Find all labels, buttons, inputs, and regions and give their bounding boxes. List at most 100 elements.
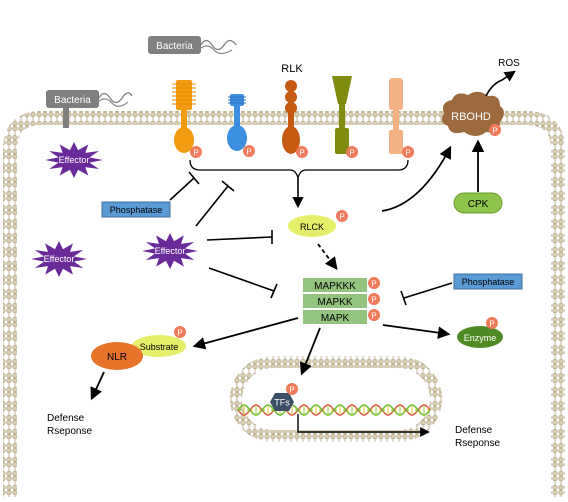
rbohd-body	[441, 91, 504, 136]
phospho-badge: P	[243, 145, 255, 157]
receptor-olive-kinase	[335, 128, 349, 154]
receptor-peach-kinase	[389, 130, 403, 154]
svg-text:P: P	[371, 296, 376, 305]
svg-text:P: P	[299, 149, 304, 158]
svg-text:P: P	[492, 127, 497, 136]
cpk-body	[453, 192, 503, 214]
tfs-body	[270, 393, 294, 411]
phospho-badge: P	[190, 146, 202, 158]
phosphatase-left: Phosphatase	[101, 201, 171, 218]
effector-left-top: Effector	[45, 142, 103, 178]
enzyme: Enzyme P	[457, 317, 503, 348]
bacteria-top-flagellum-2	[200, 45, 233, 55]
bacteria-left-body	[46, 90, 99, 108]
substrate: Substrate P	[132, 326, 186, 357]
phospho-badge: P	[402, 146, 414, 158]
rlck-body	[288, 215, 336, 237]
defense-right-line2: Rseponse	[455, 438, 500, 449]
receptor-phospho-badges: P P P P P	[190, 145, 414, 158]
rbohd-label: RBOHD	[451, 111, 491, 123]
effector-center-label: Effector	[155, 246, 186, 256]
receptor-peach	[389, 78, 403, 154]
nucleus	[230, 356, 442, 442]
svg-text:P: P	[349, 149, 354, 158]
rlck: RLCK P	[288, 210, 348, 237]
effector-center: Effector	[142, 233, 198, 269]
receptor-olive	[332, 76, 352, 154]
svg-text:P: P	[371, 280, 376, 289]
ros-label: ROS	[498, 58, 520, 69]
receptor-bracket	[189, 159, 409, 179]
rlk-label: RLK	[281, 63, 303, 75]
bacteria-left-label: Bacteria	[54, 95, 91, 106]
bacteria-left-flagellum	[98, 92, 133, 104]
mapkkk-box	[303, 278, 367, 292]
receptor-orange-kinase	[174, 127, 194, 153]
phosphatase-left-label: Phosphatase	[110, 205, 163, 215]
phospho-badge: P	[489, 124, 501, 136]
phosphatase-right: Phosphatase	[453, 273, 523, 290]
receptor-brown-kinase	[282, 126, 300, 154]
secretion-system-icon	[63, 108, 69, 128]
enzyme-label: Enzyme	[464, 333, 497, 343]
svg-text:P: P	[246, 148, 251, 157]
arrow-tfs-to-defense	[297, 414, 430, 437]
enzyme-body	[457, 326, 503, 348]
bacteria-left-flagellum-2	[98, 98, 129, 107]
bacteria-top-body	[148, 36, 201, 54]
inhibit-phosphatase-to-mapk	[403, 282, 453, 299]
cpk-label: CPK	[468, 199, 489, 210]
receptor-orange	[172, 80, 196, 153]
defense-left-line2: Rseponse	[47, 426, 92, 437]
bacteria-top-flagellum	[200, 39, 237, 51]
rlck-label: RLCK	[300, 222, 324, 232]
phospho-badge: P	[286, 383, 298, 395]
receptor-blue-kinase	[227, 125, 247, 151]
svg-text:P: P	[177, 329, 182, 338]
svg-text:P: P	[289, 386, 294, 395]
inhibit-effector-to-rlck	[206, 236, 273, 241]
inhibit-phosphatase-to-receptors	[169, 177, 195, 201]
defense-left-line1: Defense	[47, 413, 85, 424]
mapkk-label: MAPKK	[317, 297, 352, 308]
bacteria-top-label: Bacteria	[156, 41, 193, 52]
tfs-label: TFs	[274, 398, 290, 408]
arrow-mapk-to-enzyme	[382, 324, 451, 339]
phospho-badge: P	[368, 309, 380, 321]
arrow-rbohd-to-ros	[485, 70, 516, 97]
receptor-blue	[227, 94, 247, 151]
mapk-box	[303, 310, 367, 324]
plasma-membrane	[3, 111, 565, 497]
phosphatase-right-box	[453, 273, 523, 290]
phospho-badge: P	[336, 210, 348, 222]
phospho-badge: P	[296, 146, 308, 158]
mapk-cascade: MAPKKK MAPKK MAPK P P P	[303, 277, 380, 324]
phospho-badge: P	[368, 293, 380, 305]
svg-text:P: P	[371, 312, 376, 321]
mapkk-box	[303, 294, 367, 308]
dna-helix	[237, 404, 431, 416]
effector-left-bottom-label: Effector	[44, 254, 75, 264]
phospho-badge: P	[174, 326, 186, 338]
bacteria-left: Bacteria	[46, 90, 133, 128]
phosphatase-left-box	[101, 201, 171, 218]
arrow-rlck-to-rbohd	[381, 145, 452, 212]
nlr-label: NLR	[107, 352, 127, 363]
effector-left-bottom: Effector	[31, 241, 87, 277]
nlr-body	[91, 342, 143, 370]
arrow-mapk-to-substrate	[192, 317, 299, 350]
svg-text:P: P	[489, 320, 494, 329]
arrow-mapk-to-tfs	[299, 327, 321, 376]
phosphatase-right-label: Phosphatase	[462, 277, 515, 287]
phospho-badge: P	[346, 146, 358, 158]
tfs: TFs P	[270, 383, 298, 411]
phospho-badge: P	[486, 317, 498, 329]
receptor-brown	[282, 80, 300, 154]
substrate-label: Substrate	[140, 342, 179, 352]
substrate-body	[132, 335, 186, 357]
arrow-rlck-to-mapk-cascade	[317, 243, 338, 271]
phospho-badge: P	[368, 277, 380, 289]
arrow-nlr-to-defense	[90, 371, 105, 401]
